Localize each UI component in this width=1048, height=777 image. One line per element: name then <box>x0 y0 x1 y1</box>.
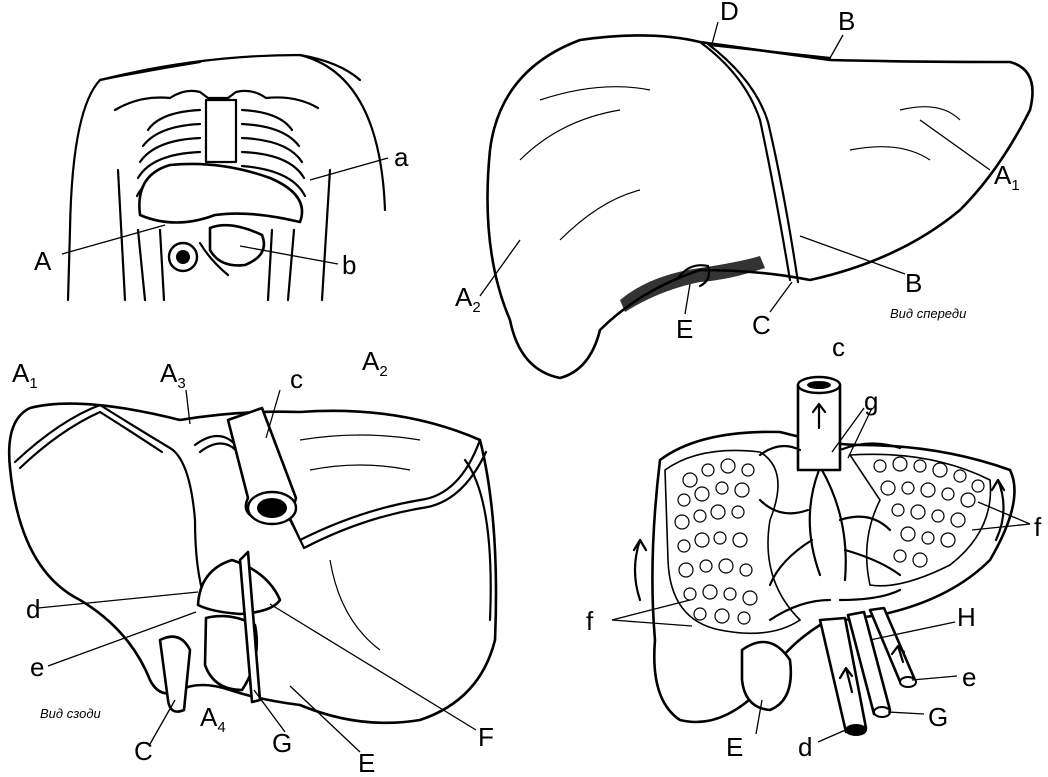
back-caption: Вид сзоди <box>40 706 101 721</box>
torso-A-leader <box>61 224 166 255</box>
back-label-A3: A3 <box>160 358 186 392</box>
vessels-label-d: d <box>798 732 812 762</box>
back-label-F: F <box>478 722 494 752</box>
torso-outline <box>66 53 387 302</box>
vessels-panel: c g f f H e G E d <box>586 332 1042 762</box>
front-label-C: C <box>752 310 771 340</box>
lobule-mesh-left <box>664 449 802 635</box>
front-label-B-top: B <box>838 6 855 36</box>
back-view-panel: A1 A3 c A2 d e C A4 G E F Вид сзоди <box>7 346 498 777</box>
front-label-A1: A1 <box>994 160 1020 194</box>
front-label-A2: A2 <box>455 282 481 316</box>
back-label-C: C <box>134 736 153 766</box>
vessels-label-g: g <box>864 386 878 416</box>
torso-label-a: a <box>394 142 409 172</box>
vessels-label-H: H <box>957 602 976 632</box>
front-caption: Вид спереди <box>890 306 966 321</box>
torso-panel: a A b <box>34 53 409 302</box>
hilum-back <box>158 550 282 713</box>
vessels-label-G: G <box>928 702 948 732</box>
back-label-c: c <box>290 364 303 394</box>
vessels-label-f-left: f <box>586 606 594 636</box>
torso-a-leader <box>309 157 389 181</box>
front-view-panel: D B A1 A2 B E C Вид спереди <box>455 0 1034 380</box>
back-label-A1: A1 <box>12 358 38 392</box>
torso-label-b: b <box>342 250 356 280</box>
flow-arrows <box>632 478 1006 602</box>
back-label-E: E <box>358 748 375 777</box>
back-liver-outline <box>7 402 498 725</box>
front-label-D: D <box>720 0 739 26</box>
vena-cava-back <box>226 406 298 526</box>
inflow-vessels <box>740 606 917 736</box>
vessels-label-e: e <box>962 662 976 692</box>
vessels-label-f-right: f <box>1034 512 1042 542</box>
front-label-B-right: B <box>905 268 922 298</box>
vessels-label-c: c <box>832 332 845 362</box>
torso-label-A: A <box>34 246 52 276</box>
torso-b-leader <box>239 245 339 265</box>
back-label-e: e <box>30 652 44 682</box>
back-label-A2: A2 <box>362 346 388 380</box>
front-label-E: E <box>676 314 693 344</box>
lobule-mesh-right <box>848 453 992 587</box>
branching-vessels <box>758 442 902 622</box>
vena-cava-top <box>796 375 842 472</box>
falciform-ligament <box>698 40 792 282</box>
back-label-d: d <box>26 594 40 624</box>
spine-columns <box>136 228 296 302</box>
vessels-label-E: E <box>726 732 743 762</box>
small-liver <box>138 162 304 277</box>
back-label-A4: A4 <box>200 702 226 736</box>
back-label-G: G <box>272 728 292 758</box>
front-liver-outline <box>486 34 1034 380</box>
